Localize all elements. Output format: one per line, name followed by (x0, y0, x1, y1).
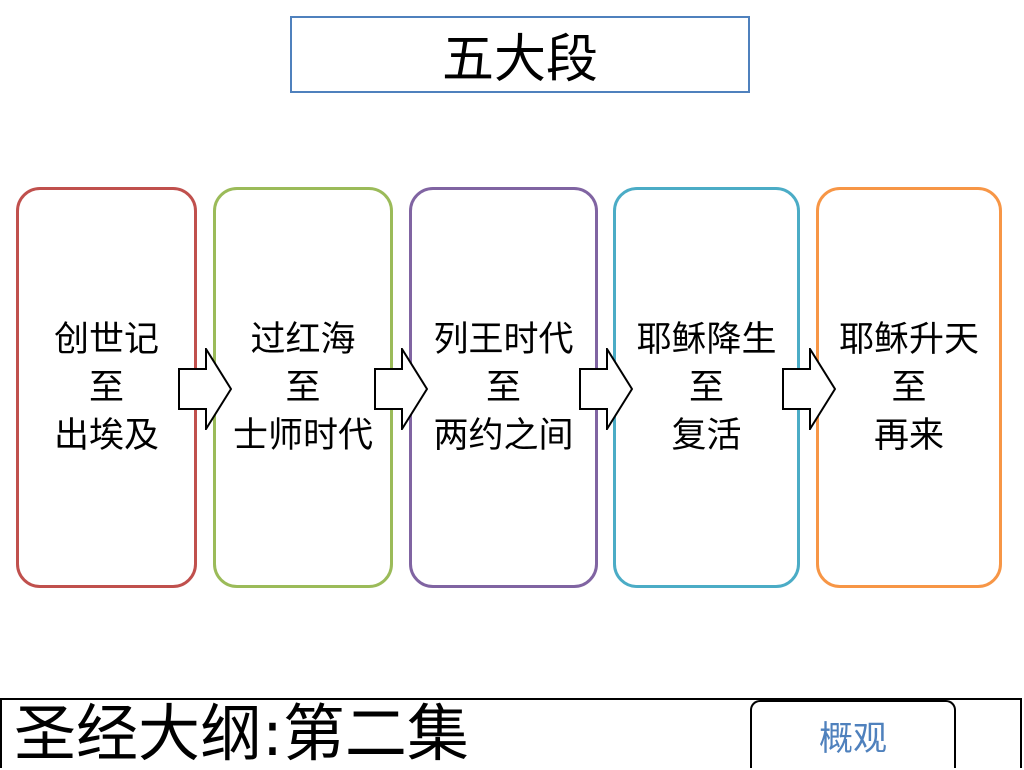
stage-box-5: 耶稣升天 至 再来 (816, 187, 1002, 588)
arrow-right-icon (178, 348, 232, 430)
stage-2-end: 士师时代 (232, 415, 373, 456)
stage-text-1: 创世记 至 出埃及 (54, 316, 159, 460)
stage-2-connector: 至 (285, 367, 321, 408)
overview-button[interactable]: 概观 (750, 700, 956, 768)
stage-text-2: 过红海 至 士师时代 (233, 316, 373, 460)
stage-1-start: 创世记 (53, 319, 159, 360)
stage-1-connector: 至 (88, 367, 124, 408)
stage-4-end: 复活 (671, 415, 742, 456)
footer-title: 圣经大纲:第二集 (14, 697, 469, 770)
stage-box-1: 创世记 至 出埃及 (16, 187, 197, 588)
stage-4-connector: 至 (688, 367, 724, 408)
stage-2-start: 过红海 (250, 319, 356, 360)
stage-text-3: 列王时代 至 两约之间 (433, 316, 573, 460)
stage-3-connector: 至 (485, 367, 521, 408)
stage-5-start: 耶稣升天 (838, 319, 979, 360)
arrow-right-icon (374, 348, 428, 430)
arrow-right-icon (782, 348, 836, 430)
stage-4-start: 耶稣降生 (636, 319, 777, 360)
stage-5-connector: 至 (891, 367, 927, 408)
arrow-right-icon (579, 348, 633, 430)
footer-bar (0, 698, 1022, 768)
stage-box-3: 列王时代 至 两约之间 (409, 187, 598, 588)
stage-text-5: 耶稣升天 至 再来 (839, 316, 979, 460)
stage-box-2: 过红海 至 士师时代 (213, 187, 393, 588)
page-title: 五大段 (290, 16, 750, 93)
stage-3-start: 列王时代 (433, 319, 574, 360)
stage-1-end: 出埃及 (53, 415, 159, 456)
stage-box-4: 耶稣降生 至 复活 (613, 187, 800, 588)
stage-5-end: 再来 (873, 415, 944, 456)
stage-3-end: 两约之间 (433, 415, 574, 456)
stage-text-4: 耶稣降生 至 复活 (636, 316, 776, 460)
